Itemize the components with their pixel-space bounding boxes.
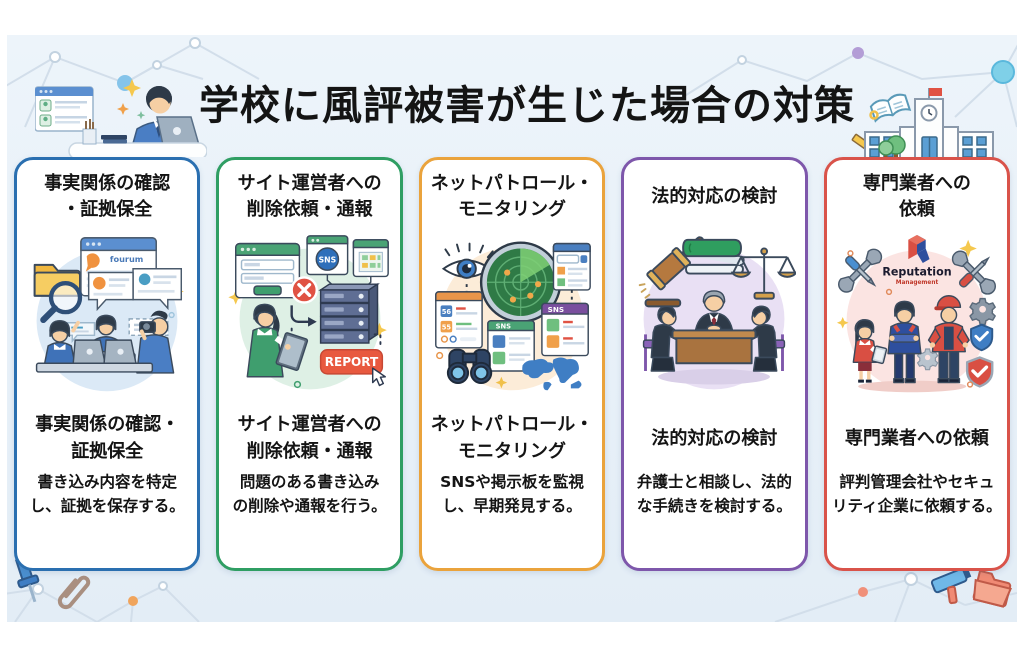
browser-window-decoration: [35, 86, 94, 132]
comment-card: [132, 268, 183, 311]
gear-icon-small: [916, 348, 939, 371]
world-map-icon: [522, 357, 582, 391]
card-fact-check: 事実関係の確認・証拠保全: [14, 157, 201, 571]
scales-icon: [731, 247, 797, 300]
illustration-net-patrol: 56 55 SNS: [430, 228, 594, 404]
card-description: 評判管理会社やセキュリティ企業に依頼する。: [832, 473, 1002, 516]
tablet-icon: [275, 332, 308, 371]
woman-with-tablet: [246, 303, 308, 378]
svg-text:SNS: SNS: [548, 305, 564, 314]
card-subtitle: ネットパトロール・モニタリング: [430, 414, 594, 462]
magnifier-icon: [49, 281, 83, 315]
card-subtitle: 専門業者への依頼: [844, 427, 989, 449]
form-window: [234, 242, 300, 299]
binoculars-icon: [446, 348, 493, 385]
corner-decoration: [930, 568, 1012, 608]
tools-icon-left: [837, 248, 882, 293]
card-specialist-request: 専門業者への依頼 Reputation Management: [823, 157, 1011, 571]
card-title: サイト運営者への削除依頼・通報: [237, 172, 382, 220]
svg-text:55: 55: [442, 324, 452, 332]
sparkle-icon: [959, 239, 977, 258]
card-title: 法的対応の検討: [651, 185, 778, 207]
card-legal-response: 法的対応の検討: [621, 157, 808, 571]
illustration-legal-response: [632, 228, 797, 404]
card-description: 問題のある書き込みの削除や通報を行う。: [232, 473, 387, 516]
sns-window: SNS: [305, 235, 348, 276]
shield-check-icons: [965, 323, 994, 388]
cards-row: 事実関係の確認・証拠保全: [14, 157, 1011, 571]
svg-text:fourum: fourum: [110, 254, 143, 264]
infographic-canvas: 学校に風評被害が生じた場合の対策 事実関係の確認・証拠保全: [7, 35, 1017, 622]
sparkle-icon: [227, 289, 243, 305]
folder-icon: [972, 569, 1012, 608]
board-window: [352, 239, 389, 278]
tools-icon-right: [951, 250, 996, 295]
paperclip-icon: [57, 575, 91, 610]
cursor-icon: [371, 367, 386, 387]
card-title: 事実関係の確認・証拠保全: [44, 172, 171, 220]
svg-text:SNS: SNS: [496, 323, 512, 331]
clipboard-icon: [871, 345, 887, 365]
pencil-icon: [851, 133, 884, 158]
card-subtitle: サイト運営者への削除依頼・通報: [237, 414, 382, 462]
server-icon: [317, 282, 380, 344]
sns-window-green: SNS: [487, 320, 535, 372]
report-button: [319, 349, 383, 375]
gear-icon: [968, 297, 996, 326]
logo-text: Reputation: [882, 265, 951, 278]
card-description: 弁護士と相談し、法的な手続きを検討する。: [636, 473, 792, 516]
reputation-logo-icon: [908, 234, 930, 263]
eye-icon: [441, 242, 494, 279]
card-subtitle: 法的対応の検討: [651, 427, 778, 449]
radar-icon: [479, 241, 562, 323]
svg-text:56: 56: [442, 308, 452, 316]
card-title: 専門業者への依頼: [862, 172, 971, 220]
illustration-deletion-request: SNS: [227, 228, 392, 404]
svg-text:SNS: SNS: [318, 255, 336, 264]
illustration-specialist: Reputation Management: [835, 228, 999, 404]
security-camera-icon: [930, 568, 972, 605]
search-window: [552, 242, 591, 291]
page-title: 学校に風評被害が生じた場合の対策: [199, 83, 855, 129]
card-subtitle: 事実関係の確認・証拠保全: [35, 414, 180, 462]
arrow: [290, 305, 309, 323]
svg-text:REPORT: REPORT: [324, 355, 378, 369]
speech-bubble: [88, 271, 134, 312]
card-net-patrol: ネットパトロール・モニタリング: [418, 157, 606, 571]
gavel-base: [644, 298, 682, 308]
sns-window-purple: SNS: [541, 302, 589, 357]
illustration-fact-check: fourum: [25, 228, 189, 404]
card-deletion-request: サイト運営者への削除依頼・通報: [216, 157, 403, 571]
specialist-workers: [852, 295, 970, 384]
logo-subtext: Management: [896, 280, 939, 286]
lawyer-center: [695, 290, 734, 333]
card-description: SNSや掲示板を監視し、早期発見する。: [440, 473, 584, 516]
desk: [671, 329, 757, 365]
card-description: 書き込み内容を特定し、証拠を保存する。: [29, 473, 185, 516]
people-at-desk: [36, 310, 175, 374]
stats-window: 56 55: [435, 291, 483, 349]
card-title: ネットパトロール・モニタリング: [430, 172, 594, 220]
